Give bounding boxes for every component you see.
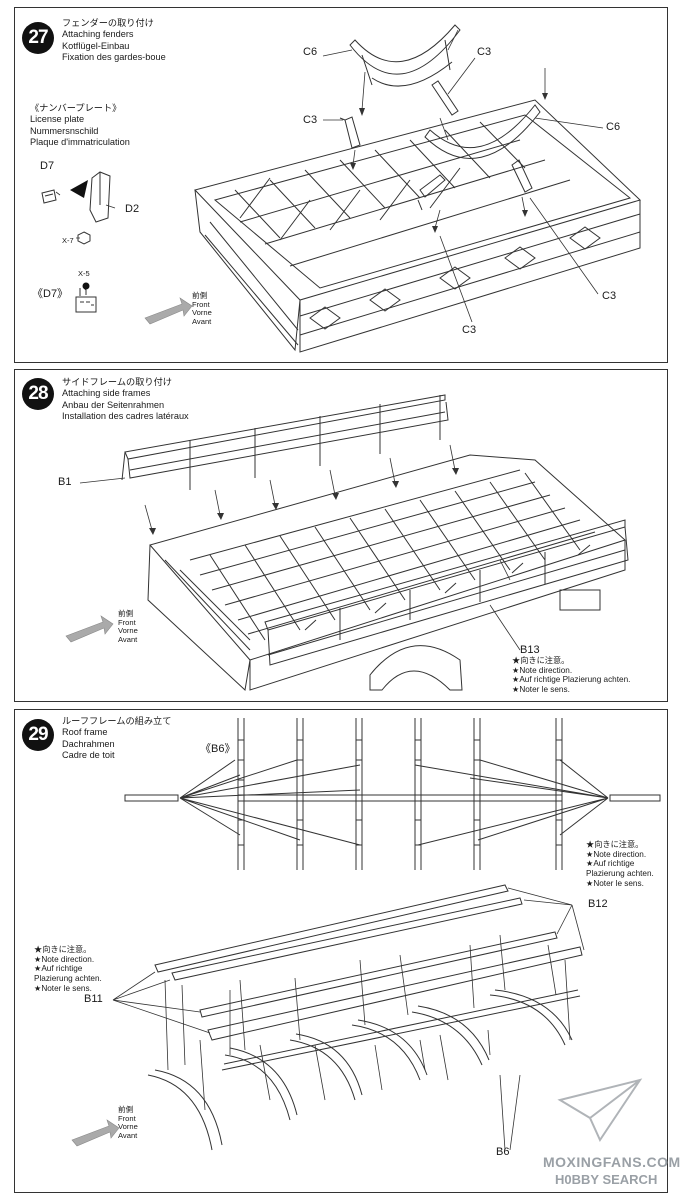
part-label-c3-lower: C3 (462, 324, 477, 336)
part-label-c3-upper: C3 (477, 46, 492, 58)
title-de: Kotflügel-Einbau (62, 40, 130, 51)
step-number-27: 27 (22, 22, 54, 54)
part-label-b6: B6 (496, 1146, 510, 1158)
part-label-b12: B12 (588, 898, 608, 910)
part-label-x7: X-7 (62, 236, 74, 245)
part-label-b6-group: 《B6》 (200, 743, 236, 755)
watermark-hobby-search: H0BBY SEARCH (555, 1172, 658, 1187)
license-plate-subtitle: 《ナンバープレート》 License plate Nummersnschild … (30, 103, 130, 147)
step-27-title: フェンダーの取り付け Attaching fenders Kotflügel-E… (62, 18, 166, 63)
direction-note-28: ★向きに注意。★Note direction.★Auf richtige Pla… (512, 656, 631, 695)
title-ja: フェンダーの取り付け (62, 18, 154, 28)
step-number-29: 29 (22, 719, 54, 751)
title-fr: Fixation des gardes-boue (62, 51, 166, 62)
title-en: Attaching fenders (62, 29, 134, 40)
part-label-x5: X-5 (78, 269, 90, 278)
part-label-d2: D2 (125, 203, 140, 215)
part-label-d7: D7 (40, 160, 55, 172)
step-number-28: 28 (22, 378, 54, 410)
watermark-moxingfans: MOXINGFANS.COM (543, 1154, 681, 1170)
part-label-c3-right: C3 (602, 290, 617, 302)
part-label-b1: B1 (58, 476, 72, 488)
part-label-b13: B13 (520, 644, 540, 656)
part-label-c3-left: C3 (303, 114, 318, 126)
part-label-c6-left: C6 (303, 46, 318, 58)
step-29-title: ルーフフレームの組み立て Roof frame Dachrahmen Cadre… (62, 716, 172, 760)
part-label-b11: B11 (84, 993, 103, 1005)
step-28-title: サイドフレームの取り付け Attaching side frames Anbau… (62, 377, 189, 421)
part-label-d7-group: 《D7》 (32, 288, 69, 300)
part-label-c6-right: C6 (606, 121, 621, 133)
